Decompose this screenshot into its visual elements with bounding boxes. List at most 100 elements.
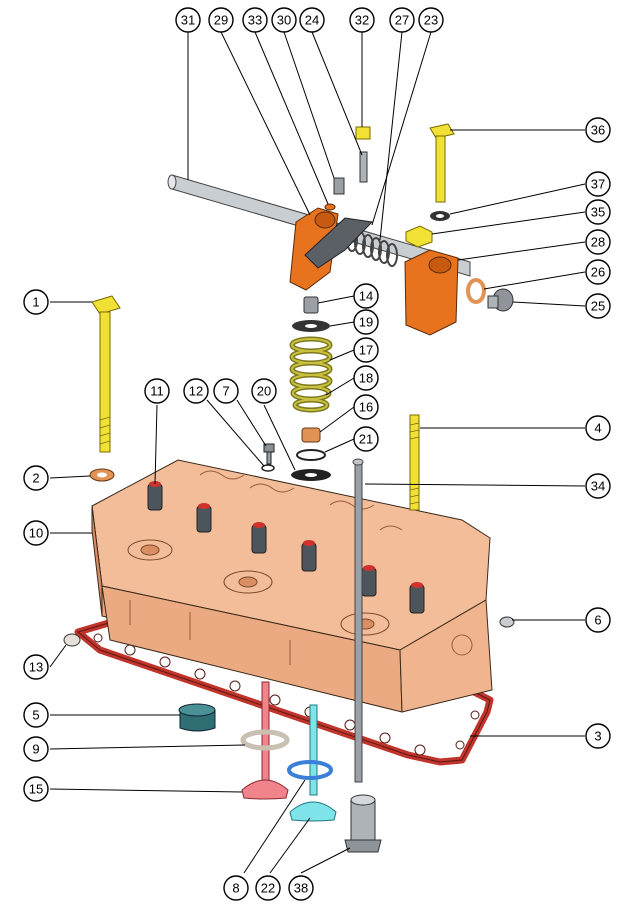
callout-circle — [23, 736, 49, 762]
callout-number: 1 — [32, 295, 39, 310]
callout-number: 11 — [150, 384, 164, 399]
callout-33: 33 — [242, 7, 268, 33]
callout-number: 12 — [189, 384, 203, 399]
adjusting-screw — [359, 151, 368, 183]
callout-5: 5 — [23, 702, 49, 728]
callout-20: 20 — [251, 378, 277, 404]
callout-6: 6 — [585, 607, 611, 633]
callout-number: 29 — [214, 13, 228, 28]
callout-14: 14 — [353, 283, 379, 309]
small-bolt — [263, 443, 275, 465]
callout-11: 11 — [144, 378, 170, 404]
callout-number: 26 — [591, 265, 605, 280]
callout-circle — [223, 875, 249, 901]
callout-number: 16 — [359, 400, 373, 415]
callout-circle — [208, 7, 234, 33]
callout-15: 15 — [23, 776, 49, 802]
callout-10: 10 — [23, 520, 49, 546]
side-plug — [499, 616, 515, 628]
callout-36: 36 — [585, 117, 611, 143]
callout-number: 24 — [305, 13, 319, 28]
callout-30: 30 — [271, 7, 297, 33]
callout-4: 4 — [585, 415, 611, 441]
callout-31: 31 — [175, 7, 201, 33]
callout-number: 8 — [232, 881, 239, 896]
callout-9: 9 — [23, 736, 49, 762]
valve-cap — [178, 703, 216, 732]
lock-bolt — [333, 177, 345, 195]
callout-38: 38 — [288, 875, 314, 901]
callout-circle — [255, 875, 281, 901]
callout-number: 14 — [359, 289, 373, 304]
callout-number: 17 — [359, 343, 373, 358]
callout-circle — [585, 229, 611, 255]
callout-circle — [353, 283, 379, 309]
callout-13: 13 — [23, 654, 49, 680]
callout-circle — [251, 378, 277, 404]
callout-circle — [349, 7, 375, 33]
callout-number: 33 — [248, 13, 262, 28]
rocker-support-right — [404, 249, 459, 336]
core-plug — [63, 633, 81, 647]
rocker-arm — [304, 217, 374, 269]
callout-number: 30 — [277, 13, 291, 28]
support-nut — [405, 225, 433, 248]
callout-number: 21 — [359, 432, 373, 447]
callout-number: 25 — [591, 299, 605, 314]
callout-18: 18 — [353, 365, 379, 391]
callout-27: 27 — [389, 7, 415, 33]
callout-circle — [23, 702, 49, 728]
callout-number: 10 — [29, 526, 43, 541]
callout-number: 37 — [591, 177, 605, 192]
callout-circle — [183, 378, 209, 404]
callout-circle — [23, 654, 49, 680]
callout-32: 32 — [349, 7, 375, 33]
callout-circle — [213, 378, 239, 404]
push-rod — [354, 461, 363, 783]
callout-16: 16 — [353, 394, 379, 420]
shaft-end-washer — [466, 278, 486, 304]
stud-bolt — [409, 414, 420, 511]
callout-circle — [585, 607, 611, 633]
callout-number: 36 — [591, 123, 605, 138]
callout-circle — [585, 259, 611, 285]
callout-number: 19 — [359, 315, 373, 330]
leader-lines — [49, 31, 586, 874]
callout-12: 12 — [183, 378, 209, 404]
callout-17: 17 — [353, 337, 379, 363]
valve-seal-ring — [287, 760, 333, 780]
valve-seat-ring — [240, 729, 290, 751]
callout-circle — [585, 473, 611, 499]
callout-circle — [288, 875, 314, 901]
valve-spring-assembly — [289, 296, 333, 481]
callout-circle — [353, 426, 379, 452]
callout-number: 23 — [424, 13, 438, 28]
callout-circle — [353, 337, 379, 363]
callout-number: 20 — [257, 384, 271, 399]
callout-21: 21 — [353, 426, 379, 452]
callout-circle — [23, 520, 49, 546]
lock-washer — [324, 203, 336, 211]
callout-number: 3 — [594, 729, 601, 744]
callout-number: 34 — [591, 479, 605, 494]
callout-number: 22 — [261, 881, 275, 896]
callout-29: 29 — [208, 7, 234, 33]
callout-circle — [585, 293, 611, 319]
callout-22: 22 — [255, 875, 281, 901]
tappet — [344, 794, 382, 853]
callout-number: 15 — [29, 782, 43, 797]
callout-number: 27 — [395, 13, 409, 28]
callout-number: 35 — [591, 205, 605, 220]
callout-25: 25 — [585, 293, 611, 319]
callout-number: 7 — [222, 384, 229, 399]
callout-circle — [353, 394, 379, 420]
callout-34: 34 — [585, 473, 611, 499]
callout-circle — [144, 378, 170, 404]
callout-number: 2 — [32, 471, 39, 486]
callout-7: 7 — [213, 378, 239, 404]
callout-circle — [585, 723, 611, 749]
support-bolt — [429, 123, 455, 203]
valve-stems — [147, 481, 425, 614]
